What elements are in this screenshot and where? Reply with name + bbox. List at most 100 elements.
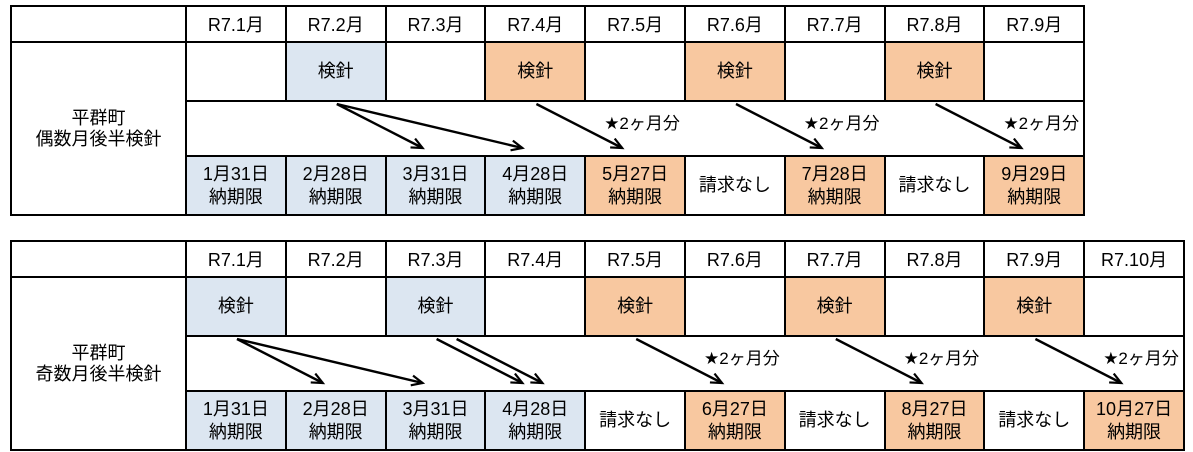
kenshin-cell: 検針 (883, 41, 986, 102)
two-month-note: ★2ヶ月分 (1003, 114, 1080, 133)
table-label-line: 平群町 (71, 342, 126, 363)
kenshin-cell: 検針 (384, 276, 487, 337)
table-label-line: 奇数月後半検針 (35, 363, 162, 384)
deadline-cell: 3月31日納期限 (384, 155, 487, 216)
month-header-cell: R7.7月 (783, 5, 886, 43)
no-billing-cell: 請求なし (683, 155, 786, 216)
month-header-cell: R7.3月 (384, 240, 487, 278)
kenshin-cell: 検針 (584, 276, 686, 337)
flow-arrow (735, 103, 825, 150)
flow-arrow (835, 338, 924, 385)
empty-month-cell (883, 276, 986, 337)
deadline-cell: 10月27日納期限 (1083, 390, 1185, 451)
month-header-cell: R7.4月 (484, 240, 587, 278)
kenshin-cell: 検針 (783, 276, 886, 337)
deadline-text-line: 納期限 (408, 186, 463, 207)
deadline-text-line: 9月29日 (1001, 163, 1068, 184)
deadline-text-line: 10月27日 (1096, 398, 1173, 419)
empty-month-cell (484, 276, 587, 337)
deadline-cell: 8月27日納期限 (883, 390, 986, 451)
flow-arrows-svg (336, 103, 1024, 152)
table-label-line: 平群町 (71, 107, 126, 128)
month-header-cell: R7.8月 (883, 240, 986, 278)
kenshin-cell-label: 検針 (617, 296, 654, 316)
arrow-band: ★2ヶ月分★2ヶ月分★2ヶ月分 (188, 103, 1082, 154)
deadline-text-line: 1月31日 (202, 163, 269, 184)
month-header-cell: R7.9月 (983, 5, 1086, 43)
empty-month-cell (983, 41, 1086, 102)
deadline-text-line: 請求なし (698, 175, 771, 195)
month-header-cell: R7.4月 (484, 5, 587, 43)
deadline-text-line: 納期限 (907, 421, 962, 442)
kenshin-cell: 検針 (983, 276, 1086, 337)
deadline-cell: 5月27日納期限 (584, 155, 686, 216)
arrow-band-cell: ★2ヶ月分★2ヶ月分★2ヶ月分 (184, 100, 1086, 157)
month-header-cell: R7.6月 (683, 240, 786, 278)
kenshin-cell-label: 検針 (716, 61, 753, 81)
kenshin-row: 平群町偶数月後半検針 検針 検針 検針 検針 (10, 41, 1086, 216)
kenshin-cell-label: 検針 (916, 61, 953, 81)
deadline-text-line: 7月28日 (801, 163, 868, 184)
empty-month-cell (783, 41, 886, 102)
deadline-cell: 1月31日納期限 (185, 155, 287, 216)
month-header-cell: R7.7月 (783, 240, 886, 278)
arrow-row: ★2ヶ月分★2ヶ月分★2ヶ月分 (11, 100, 1086, 157)
arrow-row: ★2ヶ月分★2ヶ月分★2ヶ月分 (11, 335, 1185, 392)
flow-arrow (1034, 338, 1124, 385)
deadline-cell: 4月28日納期限 (484, 390, 587, 451)
empty-month-cell (284, 276, 387, 337)
no-billing-cell: 請求なし (983, 390, 1086, 451)
month-header-cell: R7.3月 (384, 5, 487, 43)
month-header-cell: R7.2月 (284, 5, 387, 43)
deadline-text-line: 納期限 (807, 186, 862, 207)
deadline-cell: 2月28日納期限 (284, 390, 387, 451)
deadline-text-line: 請求なし (898, 175, 971, 195)
empty-month-cell (185, 41, 287, 102)
deadline-text-line: 5月27日 (602, 163, 669, 184)
month-header-cell: R7.10月 (1083, 240, 1185, 278)
deadline-cell: 4月28日納期限 (484, 155, 587, 216)
kenshin-cell-label: 検針 (317, 61, 354, 81)
table-label: 平群町偶数月後半検針 (10, 41, 187, 216)
deadline-text-line: 納期限 (508, 421, 563, 442)
deadline-text-line: 4月28日 (502, 398, 569, 419)
deadline-text-line: 6月27日 (701, 398, 768, 419)
deadline-cell: 2月28日納期限 (284, 155, 387, 216)
deadline-text-line: 1月31日 (202, 398, 269, 419)
kenshin-cell-label: 検針 (1016, 296, 1053, 316)
deadline-text-line: 納期限 (1007, 186, 1062, 207)
deadline-text-line: 請求なし (998, 410, 1071, 430)
month-header-cell: R7.9月 (983, 240, 1086, 278)
arrow-band-cell: ★2ヶ月分★2ヶ月分★2ヶ月分 (185, 335, 1185, 392)
deadline-text-line: 2月28日 (302, 398, 369, 419)
deadline-text-line: 納期限 (208, 186, 263, 207)
two-month-note: ★2ヶ月分 (903, 349, 980, 368)
flow-arrow (635, 338, 725, 385)
flow-arrow (236, 338, 426, 387)
two-month-note: ★2ヶ月分 (704, 349, 780, 368)
month-header-cell: R7.8月 (883, 5, 986, 43)
deadline-text-line: 請求なし (599, 410, 672, 430)
flow-arrow (336, 103, 525, 152)
empty-month-cell (683, 276, 786, 337)
deadline-text-line: 4月28日 (502, 163, 569, 184)
flow-arrow (535, 103, 625, 150)
deadline-text-line: 8月27日 (901, 398, 968, 419)
month-header-cell: R7.2月 (284, 240, 387, 278)
month-header-cell: R7.1月 (185, 5, 287, 43)
kenshin-cell-label: 検針 (517, 61, 554, 81)
month-header-cell: R7.1月 (185, 240, 287, 278)
two-month-note: ★2ヶ月分 (803, 114, 880, 133)
deadline-text-line: 請求なし (798, 410, 871, 430)
deadline-text-line: 納期限 (408, 421, 463, 442)
corner-cell (10, 240, 187, 278)
flow-arrow (935, 103, 1024, 150)
